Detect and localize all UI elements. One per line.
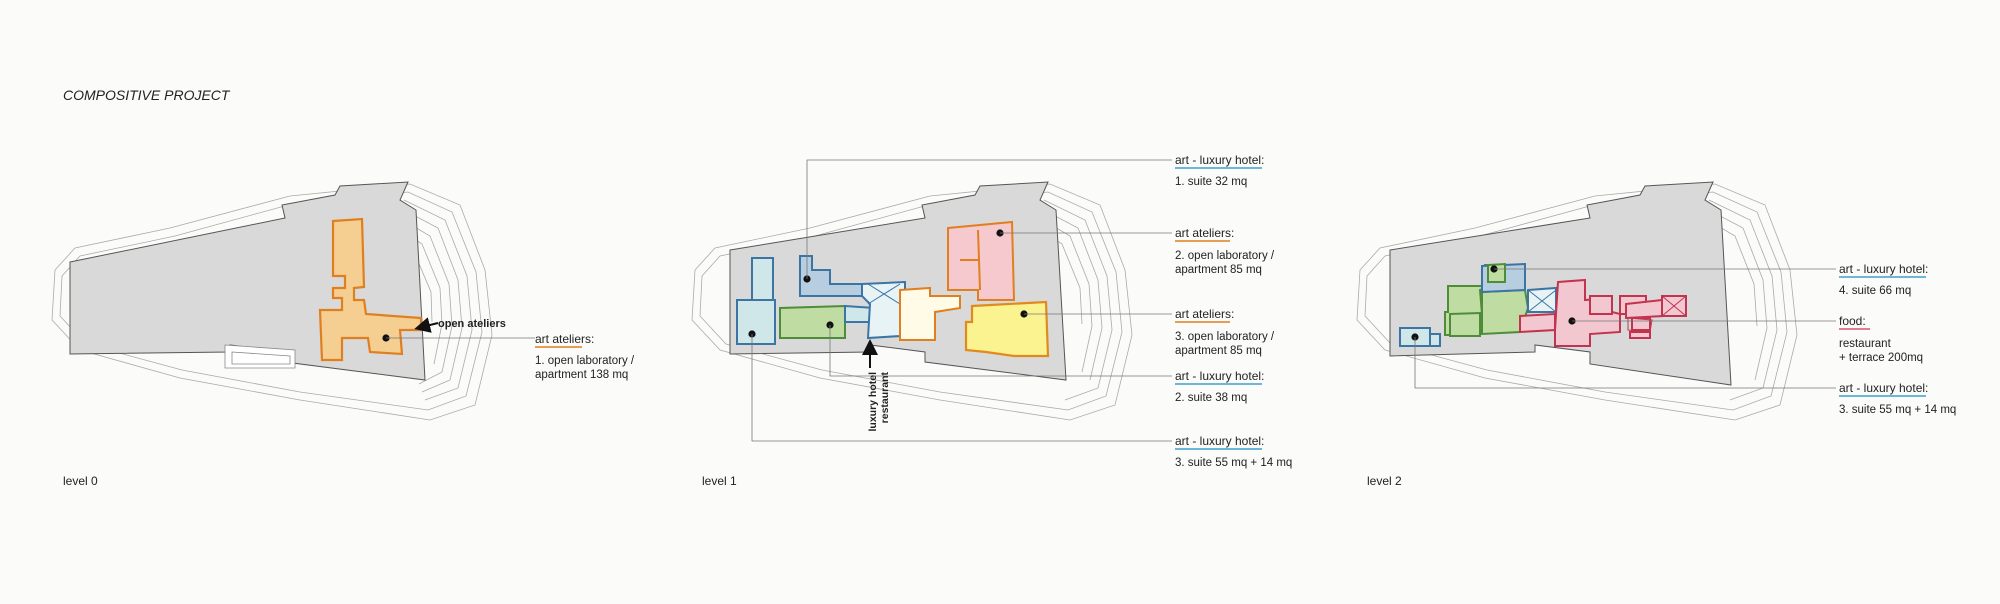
annotation-line: restaurant bbox=[1839, 338, 1892, 350]
annotation-heading: art - luxury hotel: bbox=[1175, 434, 1264, 448]
annotation-heading: art - luxury hotel: bbox=[1839, 262, 1928, 276]
vertical-label-luxury-hotel: luxury hotel bbox=[867, 372, 879, 432]
room-level-2 bbox=[1449, 311, 1481, 337]
level-label-0: level 0 bbox=[63, 474, 98, 488]
annotation-level1-4: art - luxury hotel: 2. suite 38 mq bbox=[1175, 369, 1264, 404]
annotation-level1-1: art - luxury hotel: 1. suite 32 mq bbox=[1175, 153, 1264, 188]
suite-1-level-1 bbox=[799, 159, 1172, 297]
annotation-line: 4. suite 66 mq bbox=[1839, 285, 1911, 297]
annotation-heading: art - luxury hotel: bbox=[1839, 381, 1928, 395]
annotation-level1-5: art - luxury hotel: 3. suite 55 mq + 14 … bbox=[1175, 434, 1292, 469]
callout-open-ateliers: open ateliers bbox=[438, 318, 506, 330]
annotation-line: 2. suite 38 mq bbox=[1175, 392, 1247, 404]
hotel-core-level-2 bbox=[1527, 286, 1557, 313]
annotation-line: apartment 85 mq bbox=[1175, 264, 1262, 276]
plan-level-0: open ateliers level 0 bbox=[51, 181, 535, 488]
level-label-1: level 1 bbox=[702, 474, 737, 488]
annotation-heading: art ateliers: bbox=[1175, 226, 1234, 240]
level-label-2: level 2 bbox=[1367, 474, 1402, 488]
page-title: COMPOSITIVE PROJECT bbox=[63, 87, 231, 103]
annotation-level2-3: art - luxury hotel: 3. suite 55 mq + 14 … bbox=[1839, 381, 1956, 416]
atelier-3-level-1 bbox=[964, 300, 1172, 358]
annotation-line: apartment 85 mq bbox=[1175, 345, 1262, 357]
plan-level-2: level 2 bbox=[1356, 181, 1836, 488]
annotation-level0-1: art ateliers: 1. open laboratory / apart… bbox=[535, 332, 635, 381]
annotation-heading: art ateliers: bbox=[535, 332, 594, 346]
suite-3-level-2 bbox=[1399, 327, 1836, 389]
annotation-line: 2. open laboratory / bbox=[1175, 250, 1275, 262]
annotation-level1-2: art ateliers: 2. open laboratory / apart… bbox=[1175, 226, 1275, 276]
atelier-corridor-level-1 bbox=[899, 286, 961, 341]
hotel-core-level-1 bbox=[861, 280, 906, 340]
annotation-line: 3. open laboratory / bbox=[1175, 331, 1275, 343]
annotation-line: + terrace 200mq bbox=[1839, 352, 1923, 364]
atelier-2-level-1 bbox=[947, 220, 1172, 301]
annotation-line: 1. open laboratory / bbox=[535, 355, 635, 367]
atelier-1 bbox=[318, 217, 535, 362]
annotation-level2-1: art - luxury hotel: 4. suite 66 mq bbox=[1839, 262, 1928, 297]
annotation-line: apartment 138 mq bbox=[535, 369, 628, 381]
restaurant-level-2 bbox=[1519, 278, 1836, 347]
vertical-label-restaurant: restaurant bbox=[879, 372, 891, 424]
annotation-heading: art - luxury hotel: bbox=[1175, 153, 1264, 167]
annotation-line: 1. suite 32 mq bbox=[1175, 176, 1247, 188]
annotation-heading: art ateliers: bbox=[1175, 307, 1234, 321]
annotation-line: 3. suite 55 mq + 14 mq bbox=[1175, 457, 1292, 469]
annotation-line: 3. suite 55 mq + 14 mq bbox=[1839, 404, 1956, 416]
suite-2-level-1 bbox=[779, 304, 1172, 377]
annotation-level2-2: food: restaurant + terrace 200mq bbox=[1839, 314, 1923, 364]
annotation-heading: food: bbox=[1839, 314, 1866, 328]
suite-3-level-1 bbox=[736, 257, 1172, 442]
plan-level-1: luxury hotel restaurant level 1 bbox=[691, 159, 1172, 488]
annotation-level1-3: art ateliers: 3. open laboratory / apart… bbox=[1175, 307, 1275, 357]
annotation-heading: art - luxury hotel: bbox=[1175, 369, 1264, 383]
